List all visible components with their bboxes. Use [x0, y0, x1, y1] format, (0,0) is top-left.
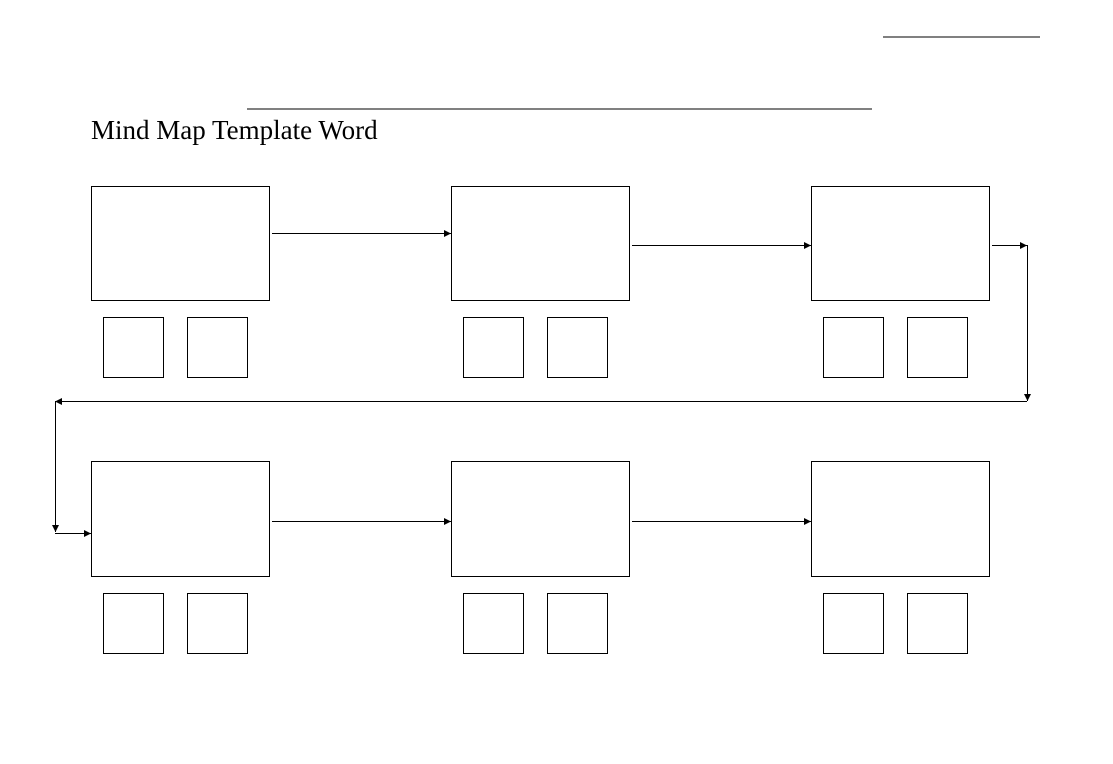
sub-box-3b[interactable] — [907, 317, 968, 378]
sub-box-2b[interactable] — [547, 317, 608, 378]
sub-box-6a[interactable] — [823, 593, 884, 654]
sub-box-3a[interactable] — [823, 317, 884, 378]
sub-box-2a[interactable] — [463, 317, 524, 378]
sub-box-4b[interactable] — [187, 593, 248, 654]
main-node-3[interactable] — [811, 186, 990, 301]
main-node-6[interactable] — [811, 461, 990, 577]
sub-box-1b[interactable] — [187, 317, 248, 378]
sub-box-4a[interactable] — [103, 593, 164, 654]
main-node-4[interactable] — [91, 461, 270, 577]
main-node-2[interactable] — [451, 186, 630, 301]
main-node-1[interactable] — [91, 186, 270, 301]
page-title: Mind Map Template Word — [91, 115, 378, 145]
main-node-5[interactable] — [451, 461, 630, 577]
sub-box-1a[interactable] — [103, 317, 164, 378]
sub-box-6b[interactable] — [907, 593, 968, 654]
sub-box-5a[interactable] — [463, 593, 524, 654]
sub-box-5b[interactable] — [547, 593, 608, 654]
